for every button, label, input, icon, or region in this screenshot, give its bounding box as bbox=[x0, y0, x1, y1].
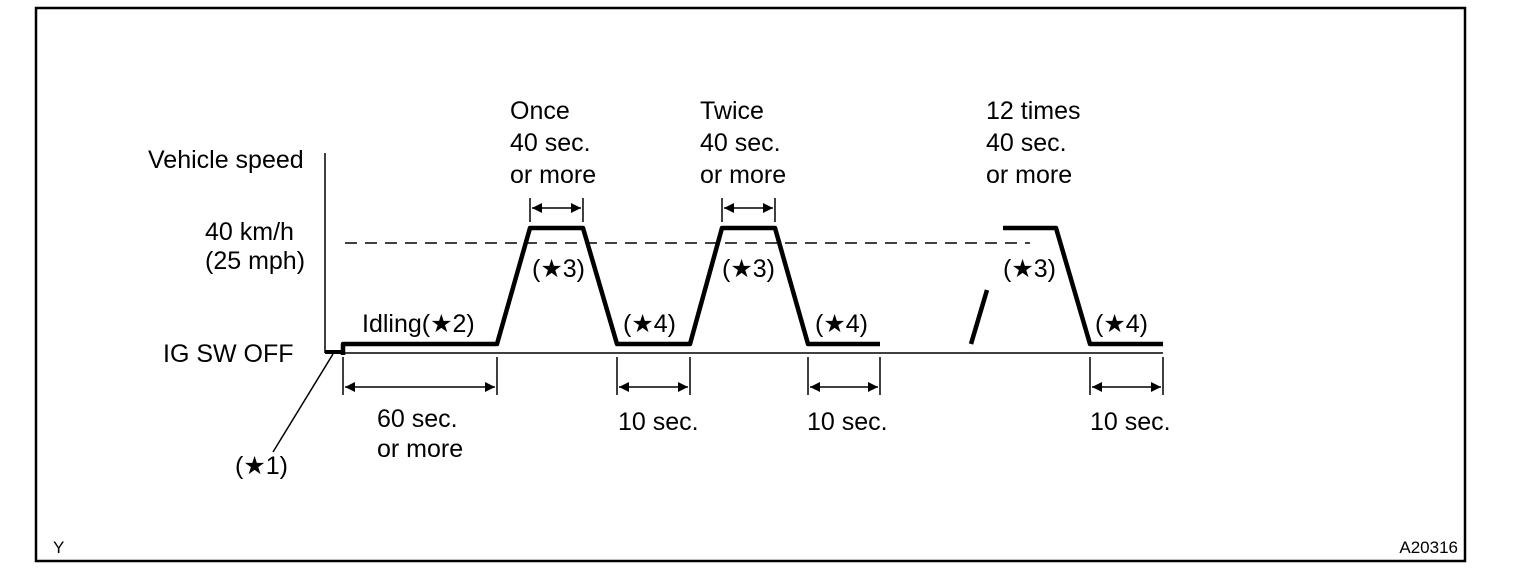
cycle3-duration: 40 sec. bbox=[986, 129, 1067, 157]
stop-label-1: (★4) bbox=[623, 310, 676, 338]
speed-label-kmh: 40 km/h bbox=[205, 218, 294, 246]
footer-left-code: Y bbox=[53, 538, 64, 557]
ig-sw-off-label: IG SW OFF bbox=[163, 340, 294, 368]
idling-label: Idling(★2) bbox=[362, 310, 475, 338]
diagram-frame bbox=[34, 6, 1467, 563]
stop-label-3: (★4) bbox=[1095, 310, 1148, 338]
cycle3-count: 12 times bbox=[986, 97, 1080, 125]
cycle2-count: Twice bbox=[700, 97, 764, 125]
cycle2-qualifier: or more bbox=[700, 161, 786, 189]
accel-label-2: (★3) bbox=[722, 255, 775, 283]
accel-label-1: (★3) bbox=[532, 255, 585, 283]
cycle2-duration: 40 sec. bbox=[700, 129, 781, 157]
figure-id: A20316 bbox=[1399, 538, 1458, 557]
idle-duration-line2: or more bbox=[377, 435, 463, 463]
accel-label-3: (★3) bbox=[1003, 255, 1056, 283]
speed-profile-accel-partial bbox=[968, 289, 990, 345]
idle-duration-line1: 60 sec. bbox=[377, 405, 458, 433]
y-axis-label: Vehicle speed bbox=[148, 146, 304, 174]
cycle1-count: Once bbox=[510, 97, 570, 125]
speed-profile-cycle-1-2 bbox=[340, 225, 880, 355]
cycle1-duration: 40 sec. bbox=[510, 129, 591, 157]
speed-label-mph: (25 mph) bbox=[205, 247, 305, 275]
cycle3-qualifier: or more bbox=[986, 161, 1072, 189]
stop-duration-1: 10 sec. bbox=[618, 408, 699, 436]
cycle1-qualifier: or more bbox=[510, 161, 596, 189]
note1-leader-line bbox=[272, 353, 334, 453]
note1-label: (★1) bbox=[235, 452, 288, 480]
stop-duration-3: 10 sec. bbox=[1090, 408, 1171, 436]
stop-label-2: (★4) bbox=[815, 310, 868, 338]
stop-duration-2: 10 sec. bbox=[807, 408, 888, 436]
speed-profile-cycle-12 bbox=[1003, 225, 1163, 347]
